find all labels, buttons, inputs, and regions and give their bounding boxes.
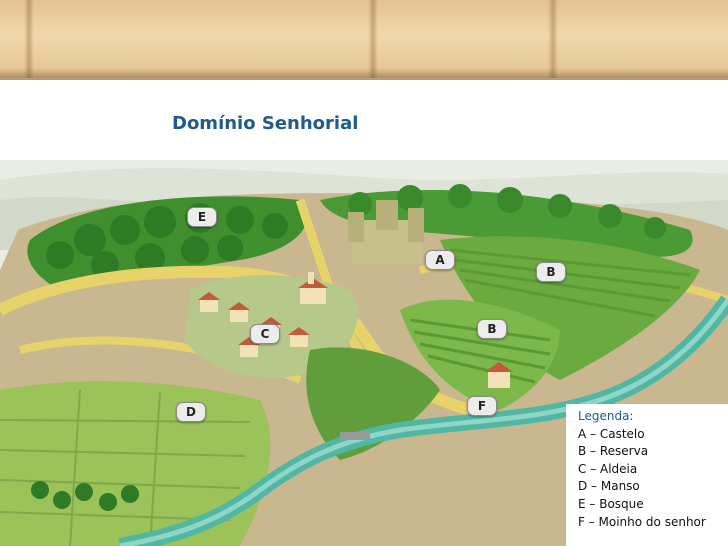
bridge [340,432,370,440]
parchment-fold [24,0,34,78]
manor-map-illustration [0,160,728,546]
field-center [306,347,440,460]
legend-item-c: C – Aldeia [578,461,638,476]
manso-d-fields [0,381,271,546]
castle-a [348,200,424,264]
legend-box: Legenda: A – Castelo B – Reserva C – Ald… [566,404,728,546]
forest-right-trees [348,184,666,239]
title-band [0,80,728,168]
marker-b-reserva-upper: B [536,262,566,282]
marker-c-aldeia: C [250,324,280,344]
parchment-shadow [0,68,728,80]
legend-item-a: A – Castelo [578,426,645,441]
legend-item-f: F – Moinho do senhor [578,514,706,529]
river-highlight [119,298,728,546]
marker-b-reserva-lower: B [477,319,507,339]
marker-e-bosque: E [187,207,217,227]
village-c-houses [198,272,328,357]
marker-d-manso: D [176,402,206,422]
parchment-header [0,0,728,80]
marker-a-castelo: A [425,250,455,270]
manso-d-trees [31,481,139,511]
marker-f-moinho: F [467,396,497,416]
slide-title: Domínio Senhorial [172,113,359,134]
legend-item-e: E – Bosque [578,496,644,511]
parchment-fold [548,0,558,78]
reserve-field-b-upper [440,236,700,380]
mill-f [485,362,513,388]
legend-title: Legenda: [578,409,634,423]
legend-item-b: B – Reserva [578,444,649,459]
parchment-fold [368,0,378,78]
legend-item-d: D – Manso [578,479,640,494]
